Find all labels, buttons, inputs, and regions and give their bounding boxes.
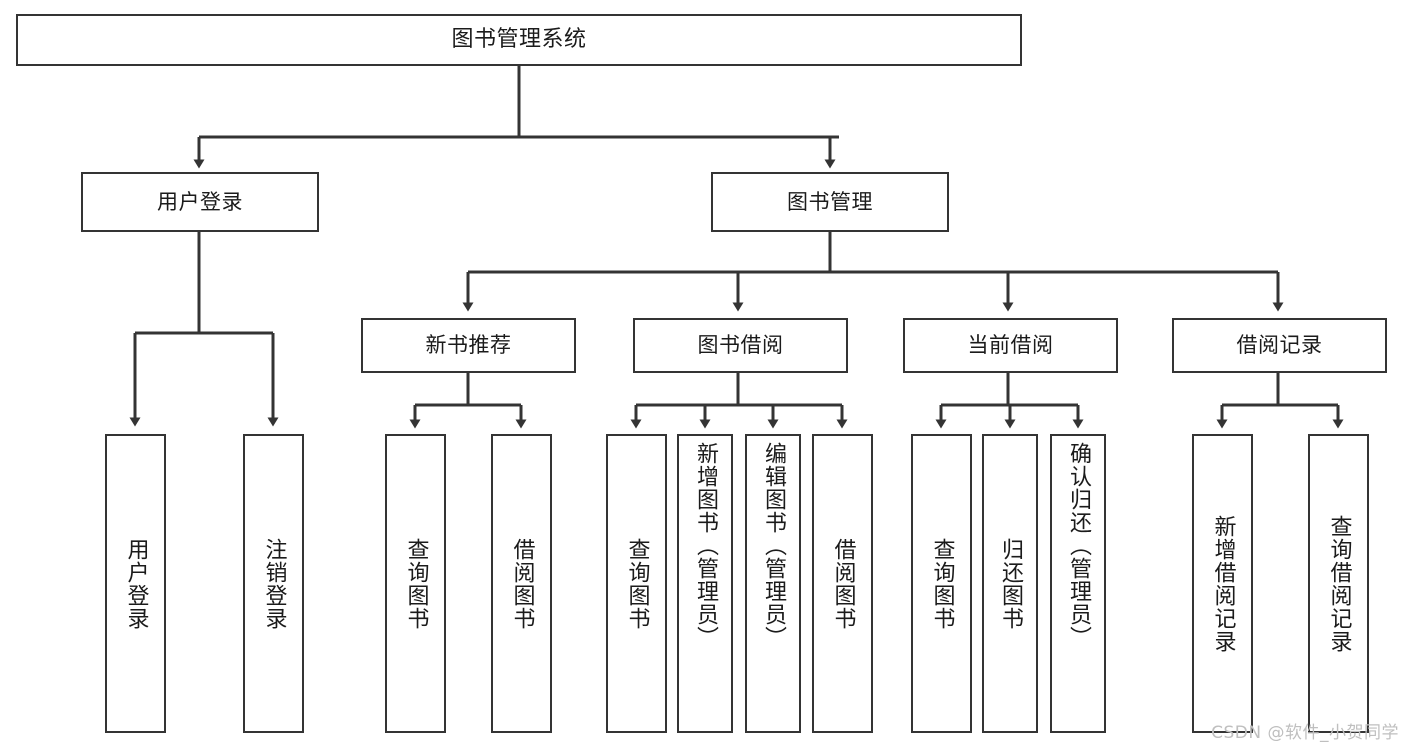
- node-leaf-add-book-admin[interactable]: 新增图书（管理员）: [677, 434, 733, 733]
- node-leaf-borrow-book-1[interactable]: 借阅图书: [491, 434, 552, 733]
- node-leaf-query-book-3[interactable]: 查询图书: [911, 434, 972, 733]
- node-leaf-query-book-2[interactable]: 查询图书: [606, 434, 667, 733]
- node-book-borrow-label: 图书借阅: [697, 333, 784, 358]
- node-new-book-recommend[interactable]: 新书推荐: [361, 318, 576, 373]
- node-leaf-borrow-book-1-label: 借阅图书: [509, 537, 535, 630]
- node-leaf-confirm-return-admin[interactable]: 确认归还（管理员）: [1050, 434, 1106, 733]
- node-leaf-edit-book-admin-label: 编辑图书（管理员）: [761, 442, 786, 649]
- node-new-book-recommend-label: 新书推荐: [425, 333, 512, 358]
- node-leaf-edit-book-admin[interactable]: 编辑图书（管理员）: [745, 434, 801, 733]
- node-leaf-return-book-label: 归还图书: [998, 537, 1023, 630]
- node-borrow-record-label: 借阅记录: [1236, 333, 1323, 358]
- node-leaf-add-borrow-record-label: 新增借阅记录: [1210, 514, 1236, 653]
- node-leaf-query-book-2-label: 查询图书: [624, 537, 650, 630]
- node-root[interactable]: 图书管理系统: [16, 14, 1022, 66]
- node-book-manage-label: 图书管理: [787, 189, 873, 214]
- node-leaf-confirm-return-admin-label: 确认归还（管理员）: [1066, 442, 1091, 649]
- node-leaf-add-book-admin-label: 新增图书（管理员）: [693, 442, 718, 649]
- node-leaf-query-book-1[interactable]: 查询图书: [385, 434, 446, 733]
- node-leaf-add-borrow-record[interactable]: 新增借阅记录: [1192, 434, 1253, 733]
- node-current-borrow-label: 当前借阅: [967, 333, 1054, 358]
- node-leaf-borrow-book-2[interactable]: 借阅图书: [812, 434, 873, 733]
- node-leaf-return-book[interactable]: 归还图书: [982, 434, 1038, 733]
- node-current-borrow[interactable]: 当前借阅: [903, 318, 1118, 373]
- node-leaf-query-borrow-record[interactable]: 查询借阅记录: [1308, 434, 1369, 733]
- node-leaf-user-login-label: 用户登录: [123, 537, 149, 630]
- node-leaf-logout-login-label: 注销登录: [261, 537, 287, 630]
- node-leaf-query-borrow-record-label: 查询借阅记录: [1326, 514, 1352, 653]
- node-root-label: 图书管理系统: [451, 27, 587, 53]
- node-leaf-query-book-1-label: 查询图书: [403, 537, 429, 630]
- node-leaf-borrow-book-2-label: 借阅图书: [830, 537, 856, 630]
- node-leaf-logout-login[interactable]: 注销登录: [243, 434, 304, 733]
- node-book-manage[interactable]: 图书管理: [711, 172, 949, 232]
- node-user-login-label: 用户登录: [157, 189, 243, 214]
- node-leaf-user-login[interactable]: 用户登录: [105, 434, 166, 733]
- node-leaf-query-book-3-label: 查询图书: [929, 537, 955, 630]
- node-book-borrow[interactable]: 图书借阅: [633, 318, 848, 373]
- node-borrow-record[interactable]: 借阅记录: [1172, 318, 1387, 373]
- node-user-login[interactable]: 用户登录: [81, 172, 319, 232]
